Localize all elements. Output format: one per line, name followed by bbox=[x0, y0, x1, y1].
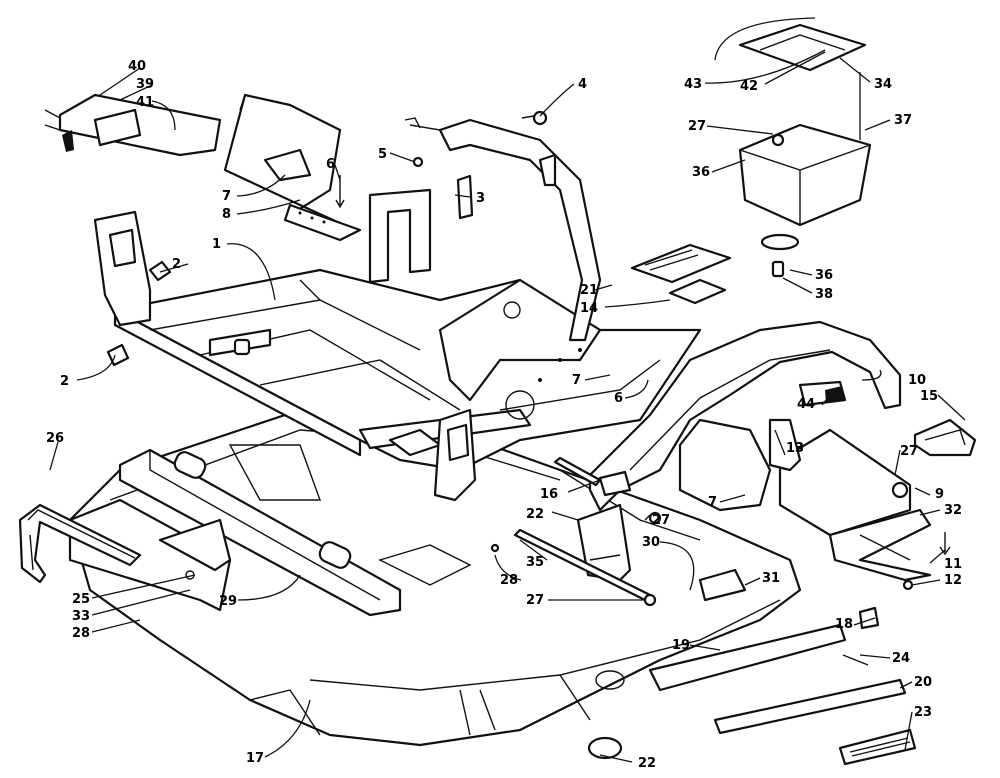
callout-7-top: 7 bbox=[222, 189, 231, 204]
callout-22-mid: 22 bbox=[526, 507, 544, 522]
callout-40: 40 bbox=[128, 59, 146, 74]
callout-41: 41 bbox=[136, 95, 154, 110]
latch-bracket bbox=[44, 93, 222, 157]
callout-35: 35 bbox=[526, 555, 544, 570]
callout-1: 1 bbox=[212, 237, 221, 252]
tow-handle bbox=[18, 503, 142, 584]
callout-6-top: 6 bbox=[326, 157, 335, 172]
callout-38: 38 bbox=[815, 287, 833, 302]
foot-step bbox=[913, 418, 977, 457]
callout-15: 15 bbox=[920, 389, 938, 404]
right-strut-tower bbox=[433, 408, 477, 502]
callout-8: 8 bbox=[222, 207, 231, 222]
callout-37: 37 bbox=[894, 113, 912, 128]
callout-31: 31 bbox=[762, 571, 780, 586]
callout-28-left: 28 bbox=[72, 626, 90, 641]
callout-27-low: 27 bbox=[526, 593, 544, 608]
callout-13: 13 bbox=[786, 441, 804, 456]
callout-24: 24 bbox=[892, 651, 910, 666]
callout-labels: 40 39 41 1 2 2 3 4 5 6 7 8 7 6 7 10 15 4… bbox=[46, 59, 962, 771]
callout-6-mid: 6 bbox=[614, 391, 623, 406]
callout-18: 18 bbox=[835, 617, 853, 632]
leader-lines bbox=[49, 17, 966, 763]
callout-42: 42 bbox=[740, 79, 758, 94]
rear-bumper-parts bbox=[648, 568, 917, 766]
callout-19: 19 bbox=[672, 638, 690, 653]
callout-36-bottom: 36 bbox=[815, 268, 833, 283]
decal-plates bbox=[630, 243, 732, 305]
callout-5: 5 bbox=[378, 147, 387, 162]
console-bracket bbox=[223, 93, 362, 242]
callout-33: 33 bbox=[72, 609, 90, 624]
callout-2-left: 2 bbox=[60, 374, 69, 389]
callout-43: 43 bbox=[684, 77, 702, 92]
callout-17: 17 bbox=[246, 751, 264, 766]
callout-44: 44 bbox=[797, 397, 815, 412]
tunnel-hood bbox=[588, 320, 902, 512]
callout-28-mid: 28 bbox=[500, 573, 518, 588]
callout-32: 32 bbox=[944, 503, 962, 518]
callout-23: 23 bbox=[914, 705, 932, 720]
callout-20: 20 bbox=[914, 675, 932, 690]
callout-2-top: 2 bbox=[172, 257, 181, 272]
callout-22-bottom: 22 bbox=[638, 756, 656, 771]
drain-plug bbox=[587, 736, 623, 760]
callout-27-right: 27 bbox=[900, 444, 918, 459]
callout-36-top: 36 bbox=[692, 165, 710, 180]
front-skid-panel bbox=[68, 498, 232, 612]
callout-34: 34 bbox=[874, 77, 892, 92]
mount-plate bbox=[513, 456, 662, 607]
callout-26: 26 bbox=[46, 431, 64, 446]
battery-box bbox=[738, 23, 872, 278]
callout-39: 39 bbox=[136, 77, 154, 92]
callout-9: 9 bbox=[935, 487, 944, 502]
callout-10: 10 bbox=[908, 373, 926, 388]
callout-14: 14 bbox=[580, 301, 598, 316]
callout-16: 16 bbox=[540, 487, 558, 502]
callout-27-mid: 27 bbox=[652, 513, 670, 528]
front-bumper bbox=[118, 448, 402, 617]
callout-30: 30 bbox=[642, 535, 660, 550]
callout-29: 29 bbox=[219, 594, 237, 609]
callout-27-top: 27 bbox=[688, 119, 706, 134]
left-strut-tower bbox=[93, 210, 152, 327]
callout-3: 3 bbox=[476, 191, 485, 206]
side-trim-panel bbox=[778, 428, 932, 582]
callout-11: 11 bbox=[944, 557, 962, 572]
callout-7-lower: 7 bbox=[708, 495, 717, 510]
chassis-frame bbox=[113, 268, 702, 472]
callout-25: 25 bbox=[72, 592, 90, 607]
callout-21: 21 bbox=[580, 283, 598, 298]
callout-7-mid: 7 bbox=[572, 373, 581, 388]
steering-support bbox=[368, 117, 602, 342]
callout-4: 4 bbox=[578, 77, 587, 92]
callout-12: 12 bbox=[944, 573, 962, 588]
